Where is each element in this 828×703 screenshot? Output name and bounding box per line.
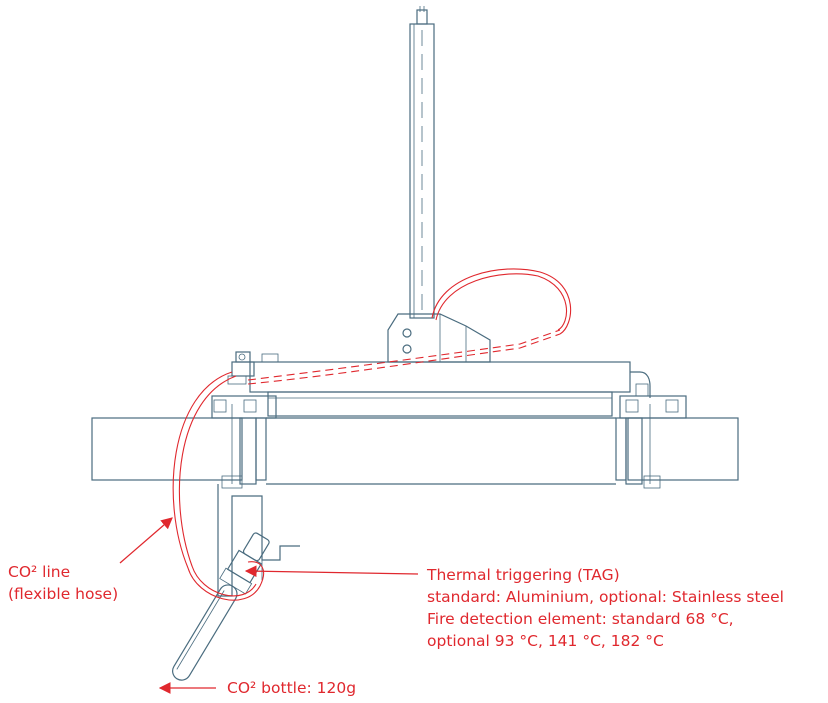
lower-mounting-bracket (217, 484, 300, 597)
co2-line-label: CO² line (flexible hose) (8, 561, 118, 605)
thermal-triggering-title: Thermal triggering (TAG) (427, 566, 620, 584)
co2-flexible-hose (172, 268, 572, 601)
fire-detection-optional: optional 93 °C, 141 °C, 182 °C (427, 632, 664, 650)
roof-insulation-right (627, 417, 739, 481)
upstand-frame (211, 395, 687, 489)
actuator-rod (409, 6, 435, 319)
co2-bottle-text: CO² bottle: 120g (227, 679, 357, 697)
thermal-triggering-arrow (244, 565, 419, 578)
thermal-triggering-material: standard: Aluminium, optional: Stainless… (427, 588, 784, 606)
co2-line-subtitle: (flexible hose) (8, 585, 119, 603)
roof-insulation-left (91, 417, 243, 481)
vent-lid (249, 361, 651, 417)
fire-detection-standard: Fire detection element: standard 68 °C, (427, 610, 734, 628)
co2-line-title: CO² line (8, 563, 71, 581)
co2-line-arrow (119, 517, 173, 564)
co2-bottle-label: CO² bottle: 120g (227, 677, 356, 699)
thermal-triggering-label: Thermal triggering (TAG) standard: Alumi… (427, 564, 784, 652)
co2-bottle (172, 532, 270, 681)
actuator-bracket (387, 313, 491, 363)
